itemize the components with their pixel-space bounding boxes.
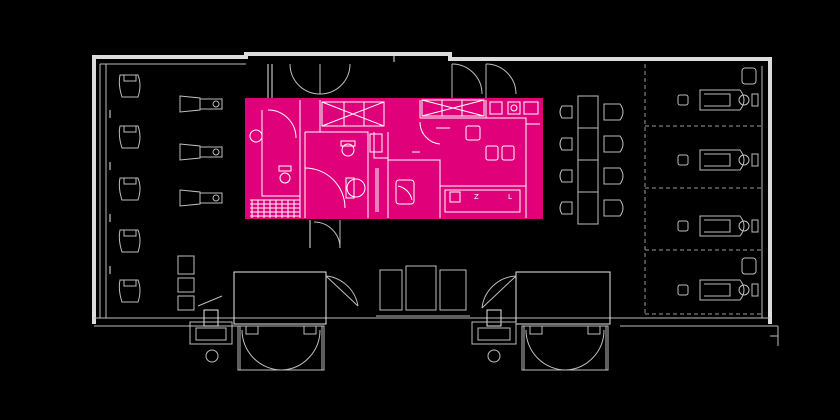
styling-chairs (677, 89, 759, 301)
stool-left (559, 169, 573, 183)
lounge-chair (118, 279, 141, 303)
left-partitions (105, 66, 111, 318)
lounge-chair (118, 177, 141, 201)
stool-left (559, 105, 573, 119)
lounge-chair (118, 125, 141, 149)
counter-stools (559, 103, 624, 217)
wash-station (179, 95, 223, 113)
counter (577, 95, 599, 225)
left-lounge-chairs (118, 74, 141, 303)
wash-station (179, 143, 223, 161)
top-doors (267, 56, 517, 98)
stool-right (603, 103, 624, 121)
styling-chair (677, 89, 759, 111)
styling-chair (677, 149, 759, 171)
lounge-chair (118, 74, 141, 98)
facade-columns (189, 309, 517, 363)
lounge-chair (118, 229, 141, 253)
stool-right (603, 135, 624, 153)
wash-stations (179, 95, 223, 207)
service-core: Z L (245, 98, 543, 219)
styling-chair (677, 215, 759, 237)
lower-left-fixtures (177, 220, 341, 311)
core-label-z: Z (474, 193, 479, 201)
stool-right (603, 199, 624, 217)
styling-chair (677, 279, 759, 301)
wash-station (179, 189, 223, 207)
stool-left (559, 137, 573, 151)
stool-left (559, 201, 573, 215)
styling-area (644, 64, 762, 315)
lobby-displays (376, 265, 470, 317)
stool-right (603, 167, 624, 185)
core-label-l: L (508, 193, 512, 201)
entrance-left (233, 271, 359, 371)
entrance-right (481, 271, 611, 371)
